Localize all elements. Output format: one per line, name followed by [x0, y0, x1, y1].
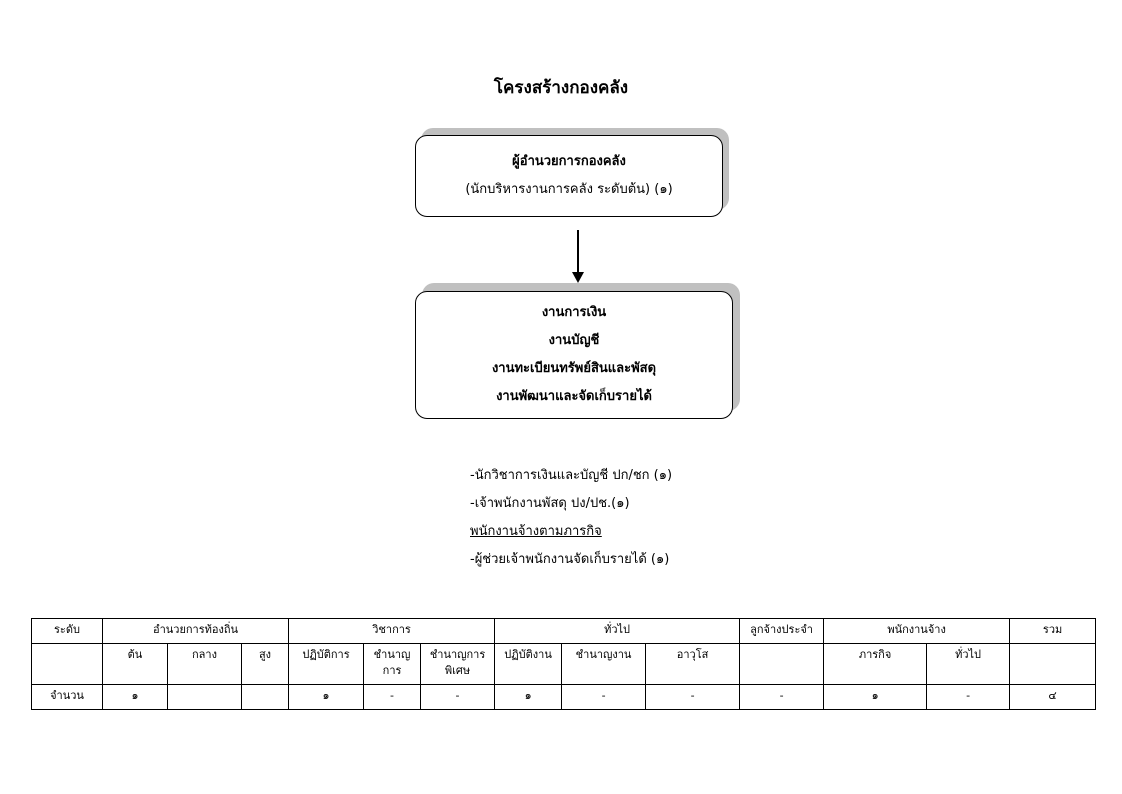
subheader-blank [31, 643, 103, 685]
header-general: ทั่วไป [494, 618, 741, 644]
table-header-row: ระดับ อำนวยการท้องถิ่น วิชาการ ทั่วไป ลู… [31, 618, 1097, 644]
subheader-acad-professional: ชำนาญการ [363, 643, 422, 685]
position-summary-table: ระดับ อำนวยการท้องถิ่น วิชาการ ทั่วไป ลู… [31, 618, 1097, 710]
header-local-admin: อำนวยการท้องถิ่น [101, 618, 290, 644]
staff-item: -ผู้ช่วยเจ้าพนักงานจัดเก็บรายได้ (๑) [470, 552, 670, 567]
count-admin-mid [167, 684, 242, 710]
staff-item: -เจ้าพนักงานพัสดุ ปง/ปช.(๑) [470, 496, 630, 511]
count-acad-practitioner: ๑ [288, 684, 365, 710]
subheader-contract-general: ทั่วไป [926, 643, 1011, 685]
subheader-admin-low: ต้น [102, 643, 168, 685]
staff-list: -นักวิชาการเงินและบัญชี ปก/ชก (๑) -เจ้าพ… [470, 462, 672, 574]
count-acad-senior: - [420, 684, 496, 710]
section-item: งานพัฒนาและจัดเก็บรายได้ [496, 389, 652, 404]
header-permanent-employee: ลูกจ้างประจำ [739, 618, 825, 644]
staff-group-heading: พนักงานจ้างตามภารกิจ [470, 524, 602, 539]
subheader-acad-practitioner: ปฏิบัติการ [288, 643, 365, 685]
count-label: จำนวน [31, 684, 103, 710]
count-total: ๔ [1009, 684, 1097, 710]
header-total: รวม [1009, 618, 1097, 644]
header-level: ระดับ [31, 618, 103, 644]
table-subheader-row: ต้น กลาง สูง ปฏิบัติการ ชำนาญการ ชำนาญกา… [31, 643, 1097, 685]
page-title: โครงสร้างกองคลัง [493, 78, 629, 98]
count-acad-professional: - [363, 684, 422, 710]
section-item: งานทะเบียนทรัพย์สินและพัสดุ [491, 361, 657, 376]
staff-item: -นักวิชาการเงินและบัญชี ปก/ชก (๑) [470, 468, 673, 483]
connector-arrow [572, 230, 584, 283]
count-gen-experienced: - [561, 684, 647, 710]
subheader-admin-mid: กลาง [167, 643, 242, 685]
subheader-admin-high: สูง [240, 643, 290, 685]
count-permanent: - [739, 684, 825, 710]
subheader-gen-operator: ปฏิบัติงาน [494, 643, 563, 685]
header-contract-employee: พนักงานจ้าง [823, 618, 1011, 644]
count-gen-operator: ๑ [494, 684, 563, 710]
director-title: ผู้อำนวยการกองคลัง [512, 154, 626, 169]
sections-box: งานการเงิน งานบัญชี งานทะเบียนทรัพย์สินแ… [415, 291, 733, 419]
subheader-gen-experienced: ชำนาญงาน [561, 643, 647, 685]
subheader-gen-senior: อาวุโส [645, 643, 741, 685]
director-box: ผู้อำนวยการกองคลัง (นักบริหารงานการคลัง … [415, 135, 723, 217]
count-admin-low: ๑ [102, 684, 168, 710]
subheader-total-blank [1009, 643, 1097, 685]
director-position: (นักบริหารงานการคลัง ระดับต้น) (๑) [465, 182, 673, 197]
count-admin-high [240, 684, 290, 710]
count-gen-senior: - [645, 684, 741, 710]
count-contract-general: - [926, 684, 1011, 710]
count-contract-mission: ๑ [823, 684, 928, 710]
table-count-row: จำนวน ๑ ๑ - - ๑ - - - ๑ - ๔ [31, 684, 1097, 710]
subheader-permanent-blank [739, 643, 825, 685]
subheader-acad-senior: ชำนาญการพิเศษ [420, 643, 496, 685]
subheader-contract-mission: ภารกิจ [823, 643, 928, 685]
section-item: งานบัญชี [548, 333, 600, 348]
header-academic: วิชาการ [288, 618, 496, 644]
section-item: งานการเงิน [541, 305, 607, 320]
